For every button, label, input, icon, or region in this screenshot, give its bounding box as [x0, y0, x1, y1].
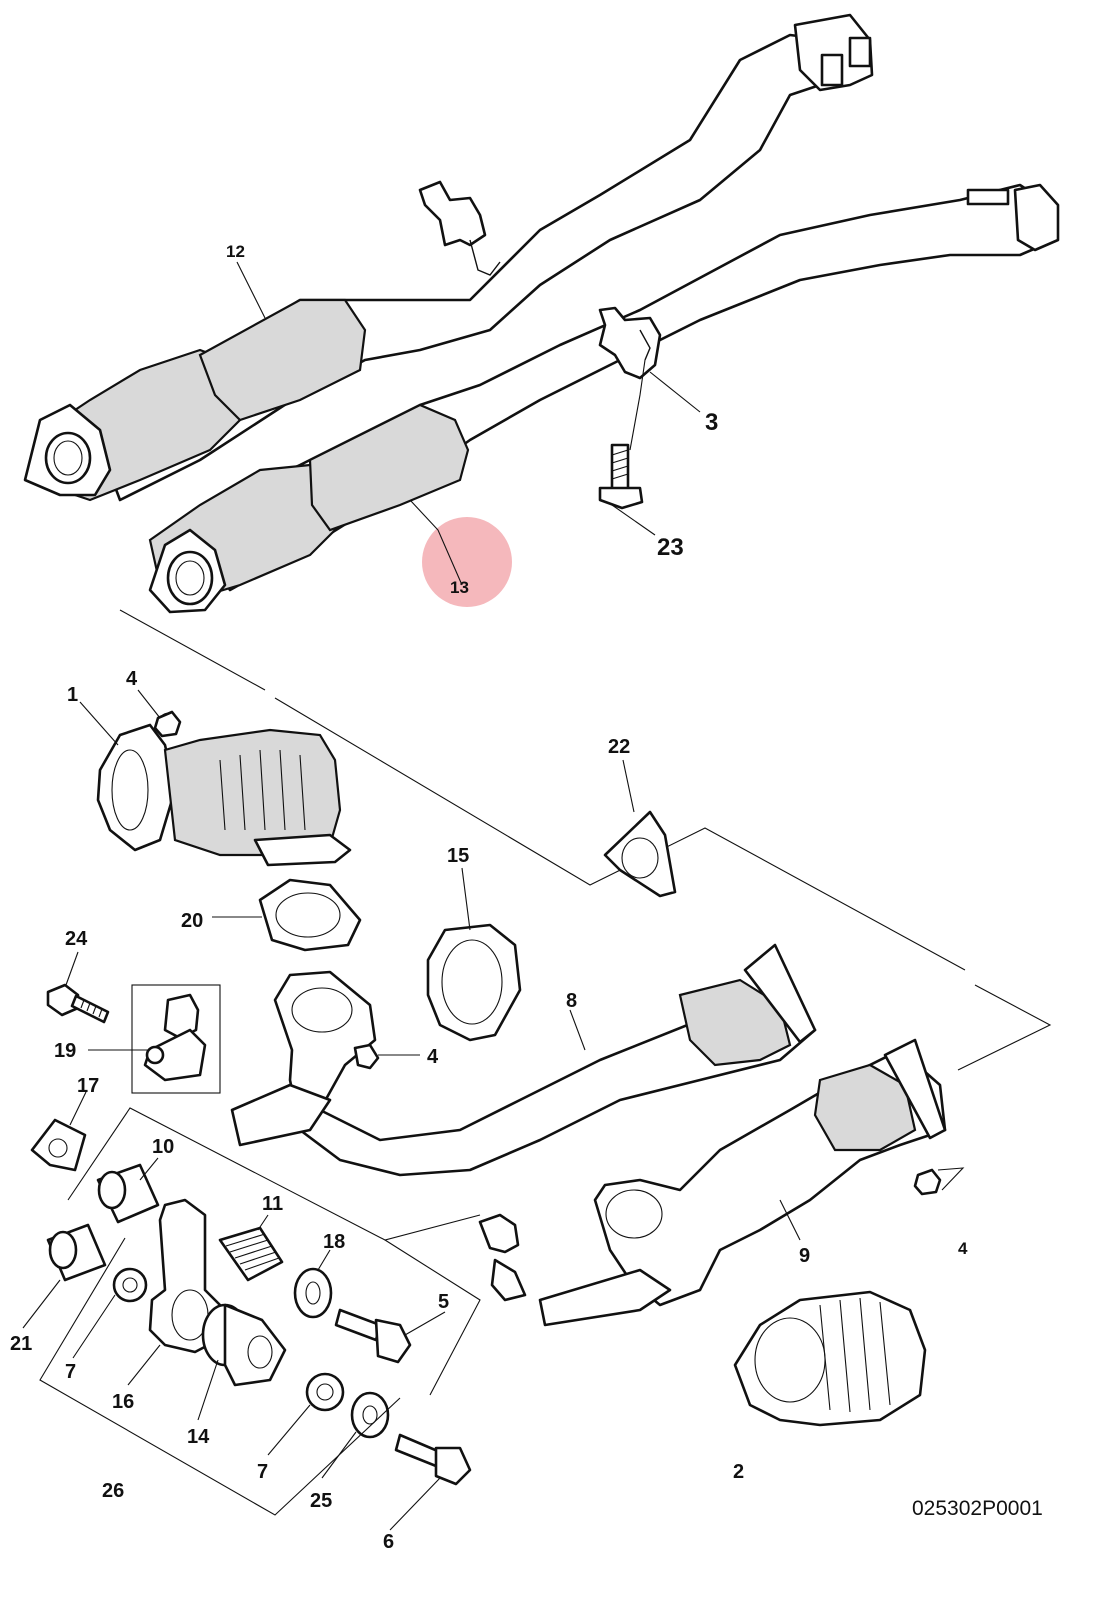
callout-11: 11: [262, 1193, 283, 1215]
callout-labels: 12 13 3 23 1 4 22 15 20 24 19 17 10 11 1…: [10, 242, 968, 1553]
callout-2: 2: [733, 1461, 744, 1483]
part-4-nuts: [153, 710, 942, 1196]
callout-6: 6: [383, 1531, 394, 1553]
callout-16: 16: [112, 1391, 134, 1413]
part-9-front-pipe: [538, 1038, 947, 1327]
part-2-flex-pipe: [733, 1290, 927, 1427]
hanger-bracket-12: [418, 180, 487, 247]
callout-8: 8: [566, 990, 577, 1012]
part-mount-small: [478, 1213, 527, 1302]
callout-3: 3: [705, 409, 718, 436]
callout-4c: 4: [958, 1239, 968, 1258]
bolt-23: [610, 443, 630, 492]
part-25-washer: [350, 1391, 390, 1439]
callout-25: 25: [310, 1490, 332, 1512]
callout-5: 5: [438, 1291, 449, 1313]
callout-7b: 7: [257, 1461, 268, 1483]
part-18-washer: [293, 1267, 333, 1319]
main-exhaust-assembly: [23, 13, 1060, 614]
part-5-bolt: [334, 1308, 412, 1364]
part-24-bolt: [46, 983, 110, 1024]
part-1-catalytic-converter: [96, 712, 352, 867]
highlight-marker: [422, 517, 512, 607]
pipe-12-muffler: [198, 298, 367, 422]
callout-7a: 7: [65, 1361, 76, 1383]
part-7-bushings: [112, 1267, 345, 1412]
hanger-bracket-3: [598, 306, 662, 380]
callout-1: 1: [67, 684, 78, 706]
part-8-front-pipe: [230, 943, 817, 1177]
part-21-sleeve: [46, 1223, 107, 1282]
part-22-gasket: [603, 810, 677, 898]
callout-4a: 4: [126, 668, 138, 690]
callout-26: 26: [102, 1480, 124, 1502]
part-19-mount: [131, 984, 221, 1094]
callout-13: 13: [450, 578, 469, 597]
pipe-12-end-clamp: [793, 13, 874, 92]
callout-22: 22: [608, 736, 630, 758]
part-15-gasket: [426, 923, 522, 1042]
callout-18: 18: [323, 1231, 345, 1253]
callout-9: 9: [799, 1245, 810, 1267]
callout-23: 23: [657, 534, 684, 561]
part-14-bushing: [201, 1303, 287, 1387]
callout-14: 14: [187, 1426, 210, 1448]
part-10-sleeve: [96, 1163, 160, 1224]
callout-24: 24: [65, 928, 88, 950]
callout-21: 21: [10, 1333, 32, 1355]
part-11-spring: [218, 1226, 284, 1282]
pipe-13-muffler: [308, 403, 470, 532]
part-17-nut: [30, 1118, 87, 1172]
callout-15: 15: [447, 845, 469, 867]
diagram-reference-code: 025302P0001: [912, 1497, 1043, 1520]
callout-17: 17: [77, 1075, 99, 1097]
callout-20: 20: [181, 910, 203, 932]
callout-12: 12: [226, 242, 245, 261]
pipe-13-end-clamp: [1013, 183, 1060, 252]
part-6-bolt: [394, 1433, 472, 1486]
callout-10: 10: [152, 1136, 174, 1158]
leader-lines: [22, 261, 965, 1531]
callout-4b: 4: [427, 1046, 439, 1068]
callout-19: 19: [54, 1040, 76, 1062]
part-20-gasket: [258, 878, 362, 952]
